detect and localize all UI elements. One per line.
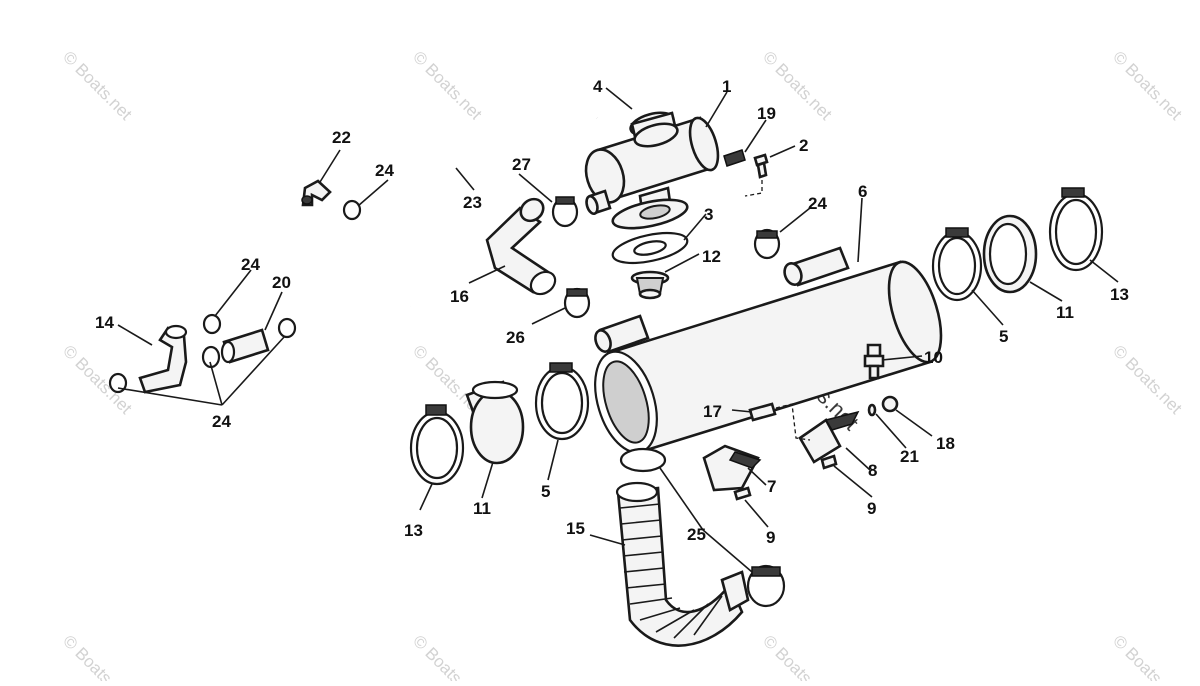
watermark: © Boats.net (1109, 341, 1186, 418)
thermostat (630, 270, 670, 300)
callout-5-right: 5 (999, 327, 1008, 346)
callout-3: 3 (704, 205, 713, 224)
callout-16: 16 (450, 287, 469, 306)
bolt-and-stud (723, 149, 769, 197)
callout-23: 23 (463, 193, 482, 212)
gasket (611, 231, 689, 265)
leader-lines (117, 87, 1119, 573)
callout-24-top: 24 (808, 194, 827, 213)
callout-9-right: 9 (867, 499, 876, 518)
long-hose (408, 105, 598, 308)
right-end-parts (931, 187, 1104, 302)
callout-27: 27 (512, 155, 531, 174)
callout-24-left-bottom: 24 (212, 412, 231, 431)
callout-17: 17 (703, 402, 722, 421)
watermark: © Boats.net (409, 47, 486, 124)
hose-clamps (342, 196, 786, 608)
bellows-hose (615, 481, 750, 647)
watermark: © Boats.net (409, 631, 486, 681)
callout-15: 15 (566, 519, 585, 538)
callout-18: 18 (936, 434, 955, 453)
callout-9-left: 9 (766, 528, 775, 547)
callout-12: 12 (702, 247, 721, 266)
callout-1: 1 (722, 77, 731, 96)
callout-6: 6 (858, 182, 867, 201)
watermark: © Boats.net (59, 47, 136, 124)
watermark: © Boats.net (59, 631, 136, 681)
elbow-hose (485, 197, 557, 296)
callout-4: 4 (593, 77, 603, 96)
callout-24-near-22: 24 (375, 161, 394, 180)
callout-5-left: 5 (541, 482, 550, 501)
callout-13-left: 13 (404, 521, 423, 540)
callout-11-right: 11 (1056, 303, 1074, 322)
callout-11-left: 11 (473, 499, 491, 518)
callout-21: 21 (900, 447, 919, 466)
brackets-and-bolts (702, 395, 899, 501)
callout-22: 22 (332, 128, 351, 147)
callout-13-right: 13 (1110, 285, 1129, 304)
watermark: © Boats.net (1109, 631, 1186, 681)
small-hose-kit (108, 179, 332, 394)
callout-2: 2 (799, 136, 808, 155)
callout-19: 19 (757, 104, 776, 123)
thermostat-housing (584, 111, 720, 230)
callout-numbers: 1 2 3 4 5 5 6 7 8 9 9 10 11 11 12 13 13 … (95, 77, 1129, 547)
callout-7: 7 (767, 477, 776, 496)
callout-24-left-top: 24 (241, 255, 260, 274)
callout-20: 20 (272, 273, 291, 292)
manifold-tube (594, 246, 943, 454)
left-end-parts (409, 362, 590, 486)
callout-10: 10 (924, 348, 943, 367)
callout-26: 26 (506, 328, 525, 347)
watermark: © Boats.net (1109, 47, 1186, 124)
callout-25: 25 (687, 525, 706, 544)
watermark: © Boats.net (759, 631, 836, 681)
callout-14: 14 (95, 313, 114, 332)
callout-8: 8 (868, 461, 877, 480)
